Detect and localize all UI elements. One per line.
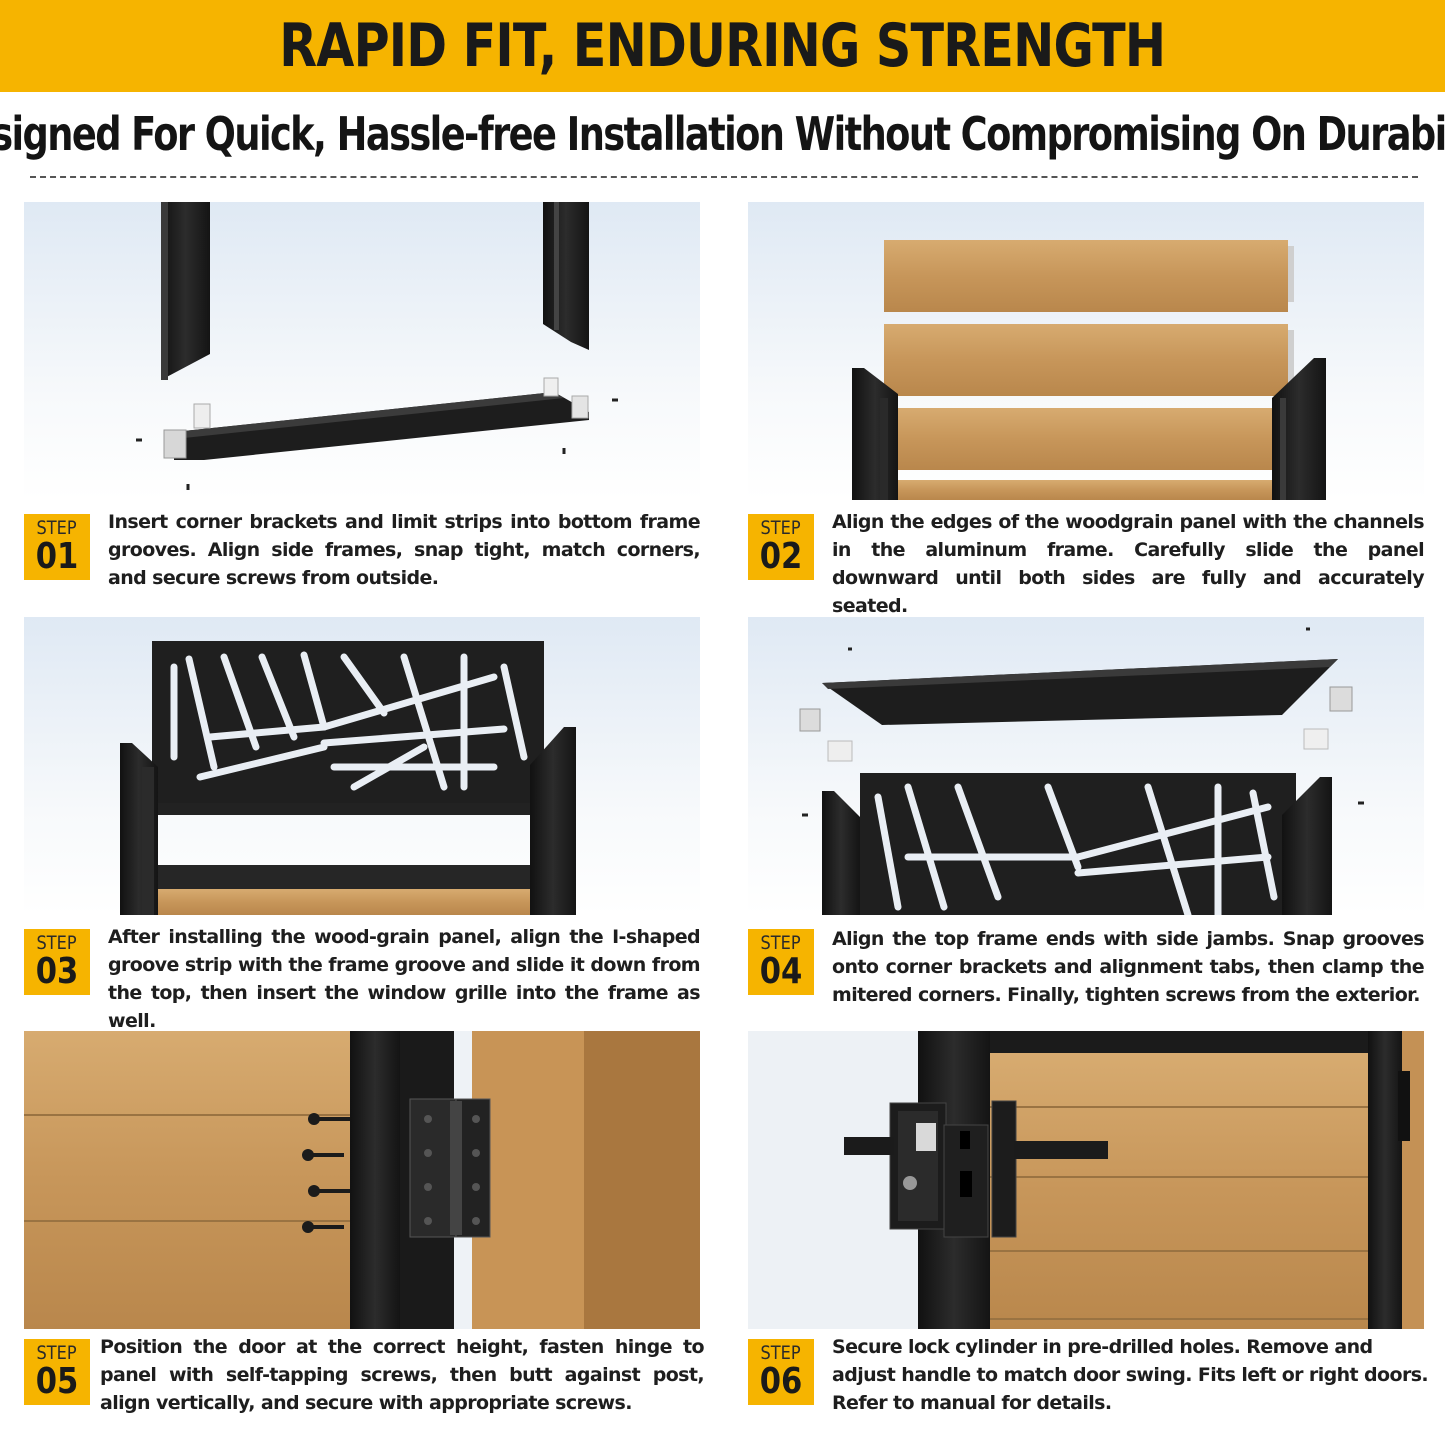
step-badge: STEP 01 [24, 514, 90, 580]
step-05-illustration [24, 1031, 700, 1329]
step-label: STEP [760, 517, 802, 539]
step-number: 06 [759, 1361, 803, 1402]
step-description: Secure lock cylinder in pre-drilled hole… [832, 1336, 1429, 1414]
step-description: Align the edges of the woodgrain panel w… [832, 511, 1425, 617]
step-card-06: STEP 06 Secure lock cylinder in pre-dril… [748, 1031, 1429, 1431]
step-badge: STEP 05 [24, 1339, 90, 1405]
step-number: 03 [35, 951, 79, 992]
step-06-illustration [748, 1031, 1424, 1329]
dashed-divider [30, 176, 1418, 178]
step-card-03: STEP 03 After installing the wood-grain … [24, 617, 701, 1032]
step-description: Position the door at the correct height,… [100, 1336, 705, 1414]
step-number: 05 [35, 1361, 79, 1402]
step-badge: STEP 03 [24, 929, 90, 995]
title-banner: RAPID FIT, ENDURING STRENGTH [0, 0, 1445, 92]
step-card-05: STEP 05 Position the door at the correct… [24, 1031, 705, 1431]
step-02-illustration [748, 202, 1424, 500]
page-subtitle: Designed For Quick, Hassle-free Installa… [0, 107, 1445, 161]
step-card-04: STEP 04 Align the top frame ends with si… [748, 617, 1425, 1017]
step-04-illustration [748, 617, 1424, 915]
step-number: 01 [35, 536, 79, 577]
step-description: After installing the wood-grain panel, a… [108, 926, 701, 1032]
step-03-illustration [24, 617, 700, 915]
step-label: STEP [36, 932, 78, 954]
step-card-01: STEP 01 Insert corner brackets and limit… [24, 202, 701, 602]
step-label: STEP [36, 1342, 78, 1364]
step-badge: STEP 02 [748, 514, 814, 580]
step-label: STEP [36, 517, 78, 539]
step-number: 02 [759, 536, 803, 577]
page-title: RAPID FIT, ENDURING STRENGTH [279, 11, 1166, 81]
step-badge: STEP 06 [748, 1339, 814, 1405]
step-description: Insert corner brackets and limit strips … [108, 511, 701, 589]
step-badge: STEP 04 [748, 929, 814, 995]
step-label: STEP [760, 932, 802, 954]
step-description: Align the top frame ends with side jambs… [832, 928, 1425, 1006]
step-01-illustration [24, 202, 700, 500]
subtitle-bar: Designed For Quick, Hassle-free Installa… [0, 100, 1445, 168]
step-number: 04 [759, 951, 803, 992]
step-label: STEP [760, 1342, 802, 1364]
step-card-02: STEP 02 Align the edges of the woodgrain… [748, 202, 1425, 617]
